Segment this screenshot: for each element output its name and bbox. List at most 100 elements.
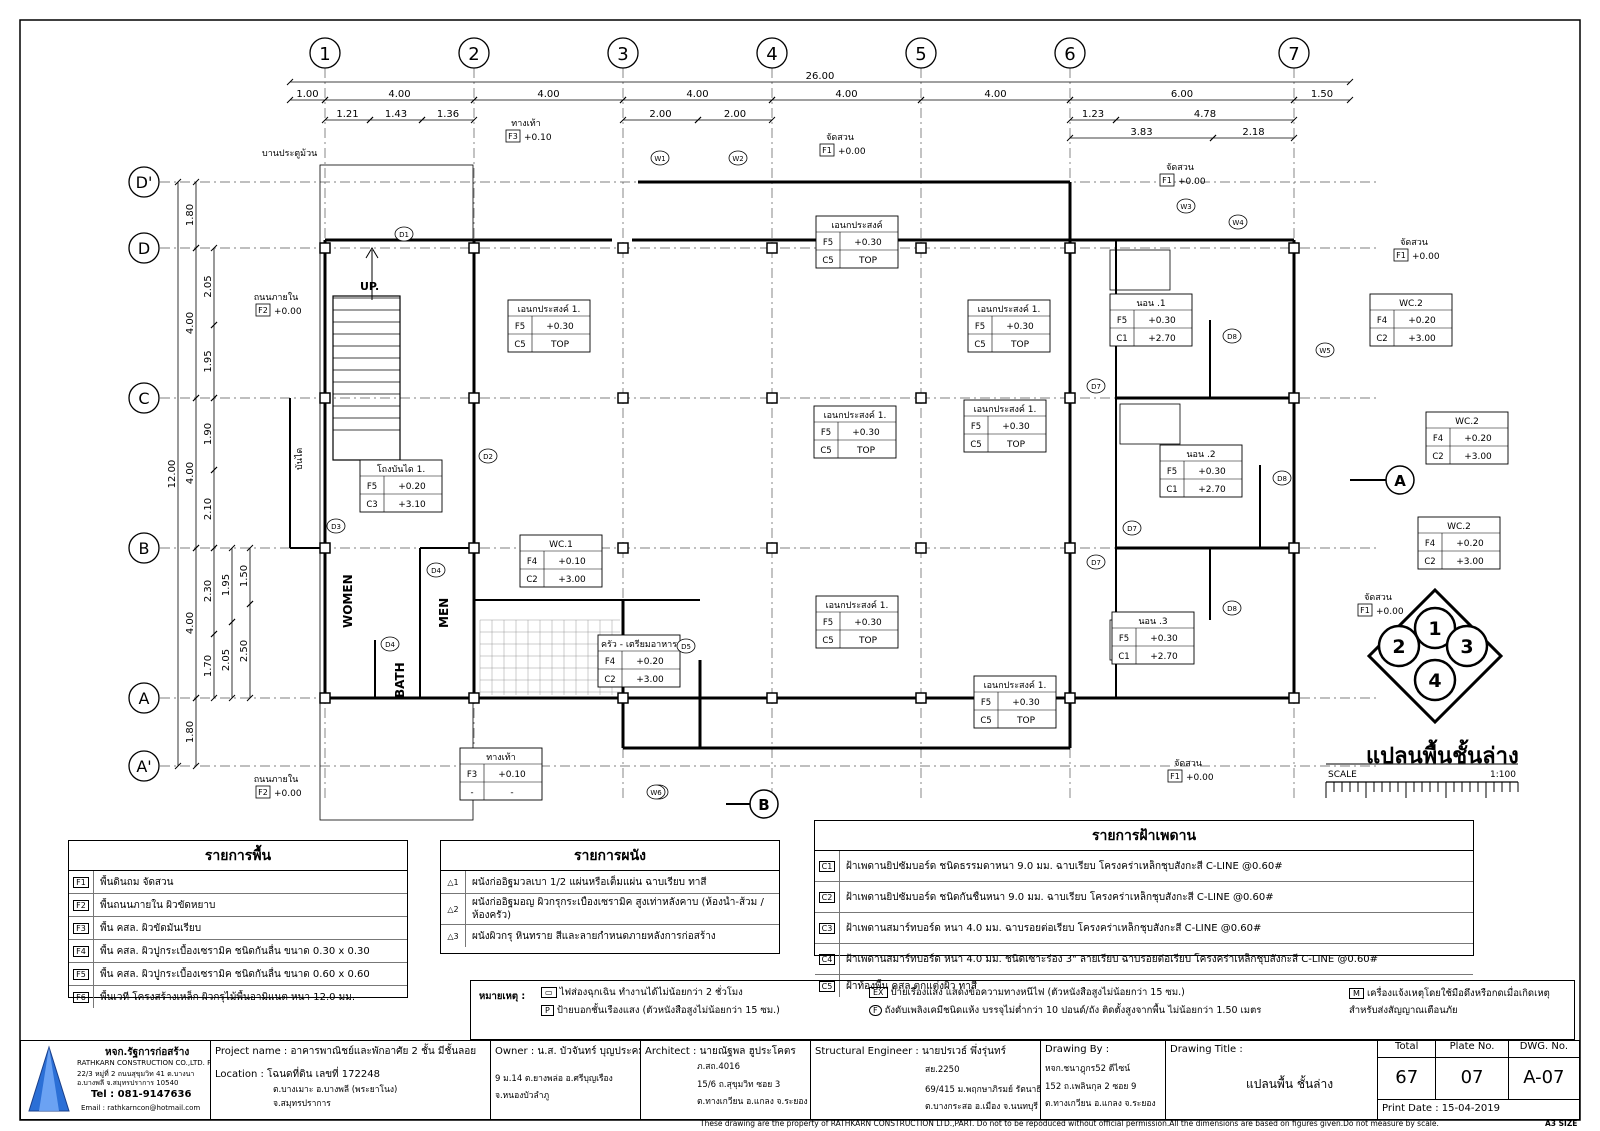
room-name: โถงบันได 1. xyxy=(377,464,425,475)
room-floor-level: +0.00 xyxy=(1186,773,1214,783)
room-ceiling-level: +3.00 xyxy=(636,675,664,685)
ceiling-schedule-title: รายการฝ้าเพดาน xyxy=(815,821,1473,851)
room-ceiling-code: C2 xyxy=(526,575,537,585)
dim-left-main-label: 4.00 xyxy=(185,312,196,334)
dim-top-label: 1.00 xyxy=(296,89,318,100)
wall-schedule-code: △3 xyxy=(441,925,466,947)
structural-column xyxy=(915,242,927,254)
structural-column xyxy=(468,692,480,704)
room-name: ทางเท้า xyxy=(486,752,515,763)
ceiling-schedule-text: ฝ้าเพดานสมาร์ทบอร์ด หนา 4.0 มม. ฉาบรอยต่… xyxy=(846,922,1262,934)
architect-cell: Architect : นายณัฐพล ฮูประโคตร ภ.สถ.4016… xyxy=(641,1041,811,1119)
project-cell: Project name : อาคารพาณิชย์และพักอาศัย 2… xyxy=(211,1041,491,1119)
architect-label: Architect : xyxy=(645,1046,697,1057)
dim-left-small-label: 1.50 xyxy=(239,565,250,587)
room-ceiling-level: +3.00 xyxy=(1456,557,1484,567)
sheet-frame xyxy=(19,19,1581,1121)
grid-label-row: C xyxy=(138,389,149,408)
room-floor-level: +0.20 xyxy=(636,657,664,667)
dim-left-total-label: 12.00 xyxy=(167,460,178,489)
floor-schedule-text: พื้นเวที โครงสร้างเหล็ก ผิวกรุไม้พื้นอาม… xyxy=(100,991,356,1003)
outer-stair-label: บันได xyxy=(294,448,305,470)
room-floor-code-box xyxy=(505,129,521,143)
company-address-1: 22/3 หมู่ที่ 2 ถนนสุขุมวิท 41 ต.บางนา xyxy=(77,1070,195,1078)
room-floor-code: F1 xyxy=(822,146,832,155)
grid-bubble-col xyxy=(309,37,341,69)
room-ceiling-level: TOP xyxy=(1010,340,1030,350)
room-name: นอน .1 xyxy=(1136,299,1165,309)
room-name: เอนกประสงค์ 1. xyxy=(984,679,1047,691)
room-floor-level: +0.20 xyxy=(1464,434,1492,444)
room-floor-level: +0.30 xyxy=(1012,698,1040,708)
door-tag xyxy=(1122,520,1142,536)
key-plan-circle xyxy=(1413,658,1457,702)
drawing-by-name: หจก.ชนาฎุกร52 ดีไซน์ xyxy=(1045,1064,1131,1074)
room-name: เอนกประสงค์ 1. xyxy=(826,599,889,611)
scale-label: SCALE xyxy=(1328,770,1357,780)
window-tag-label: W5 xyxy=(1319,347,1330,355)
structural-column xyxy=(319,242,331,254)
plan-title: แปลนพื้นชั้นล่าง xyxy=(1366,744,1519,769)
wall-schedule-text: ผนังก่ออิฐมวลเบา 1/2 แผ่นหรือเต็มแผ่น ฉา… xyxy=(472,876,707,888)
floor-schedule-code: F2 xyxy=(69,894,94,916)
room-ceiling-level: TOP xyxy=(550,340,570,350)
room-ceiling-level: TOP xyxy=(858,636,878,646)
room-ceiling-code: C5 xyxy=(974,340,985,350)
room-tag-box xyxy=(1111,611,1195,665)
room-name: จัดสวน xyxy=(826,133,854,143)
door-tag-label: D7 xyxy=(1091,383,1101,391)
dim-left-small-tick xyxy=(246,694,254,702)
location-3: จ.สมุทรปราการ xyxy=(273,1099,331,1109)
floor-schedule-code: F1 xyxy=(69,871,94,893)
company-logo-icon xyxy=(28,1045,70,1112)
structural-cell: Structural Engineer : นายปรเวธ์ พึ่งรุ่น… xyxy=(811,1041,1041,1119)
dim-sub-right2-label: 2.18 xyxy=(1242,127,1264,138)
stair-arrowhead xyxy=(365,247,379,259)
architect-license: ภ.สถ.4016 xyxy=(697,1062,740,1072)
room-name: จัดสวน xyxy=(1400,238,1428,248)
dim-sub-right-tick xyxy=(1290,116,1298,124)
grid-label-col: 6 xyxy=(1064,44,1075,65)
door-tag xyxy=(1222,328,1242,344)
room-tag-box xyxy=(967,299,1051,353)
room-tag-box xyxy=(1417,516,1501,570)
ceiling-schedule-code: C5 xyxy=(815,975,840,997)
door-tag-label: D3 xyxy=(331,523,341,531)
room-floor-level: +0.30 xyxy=(852,428,880,438)
dim-sub-right2-tick xyxy=(1209,134,1217,142)
grid-label-row: D xyxy=(138,239,150,258)
room-floor-code: F1 xyxy=(1162,176,1172,185)
key-plan-number: 4 xyxy=(1428,670,1441,692)
room-tag-box xyxy=(815,595,899,649)
room-tag-box xyxy=(1425,411,1509,465)
dim-left-sub-tick xyxy=(210,694,218,702)
legend-notes: หมายเหตุ : ▭ ไฟส่องฉุกเฉิน ทำงานได้ไม่น้… xyxy=(470,980,1575,1040)
ceiling-schedule-text: ฝ้าเพดานยิปซั่มบอร์ด ชนิดธรรมดาหนา 9.0 ม… xyxy=(846,860,1283,872)
room-floor-code-box xyxy=(255,303,271,317)
dim-left-main-label: 4.00 xyxy=(185,462,196,484)
room-floor-level: +0.10 xyxy=(558,557,586,567)
drawing-by-address-2: ต.ทางเกวียน อ.แกลง จ.ระยอง xyxy=(1045,1099,1156,1109)
room-floor-code: F2 xyxy=(258,306,268,315)
grid-bubble-col xyxy=(607,37,639,69)
room-ceiling-level: TOP xyxy=(1006,440,1026,450)
grid-label-col: 5 xyxy=(915,44,926,65)
structural-name: นายปรเวธ์ พึ่งรุ่นทร์ xyxy=(921,1046,1006,1057)
dim-sub-left-tick xyxy=(366,116,374,124)
dim-left-main-tick xyxy=(192,694,200,702)
dim-sub-left-label: 1.36 xyxy=(437,109,459,120)
bath-label: BATH xyxy=(393,662,407,698)
room-ceiling-code: C5 xyxy=(820,446,831,456)
dim-sub-right2-tick xyxy=(1066,134,1074,142)
structural-address-1: 69/415 ม.พฤกษาภิรมย์ รัตนาธิเบศร์ xyxy=(925,1085,1041,1095)
